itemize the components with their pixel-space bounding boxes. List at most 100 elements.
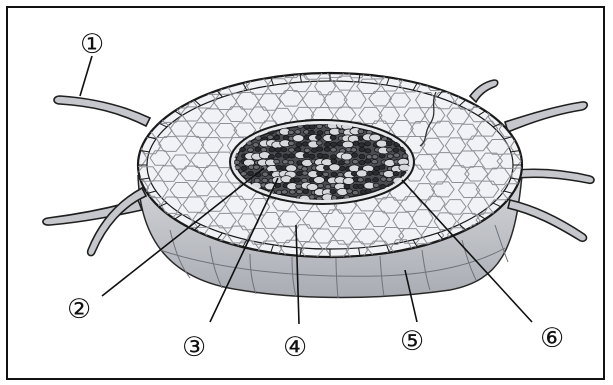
label-4: ④ xyxy=(283,332,307,363)
label-1: ① xyxy=(80,29,104,60)
vascular-cell xyxy=(340,167,346,171)
vascular-cell xyxy=(373,183,379,187)
vascular-cell xyxy=(386,148,392,152)
vascular-cell xyxy=(317,147,323,151)
cortex-cell xyxy=(148,91,170,108)
vascular-cell xyxy=(330,135,336,139)
vascular-cell xyxy=(393,171,399,175)
vascular-cell xyxy=(296,142,302,146)
cortex-cell xyxy=(503,93,523,107)
vascular-cell xyxy=(240,147,246,151)
label-3: ③ xyxy=(182,332,206,363)
vascular-cell xyxy=(309,125,315,129)
cortex-cell xyxy=(513,78,534,93)
vascular-cell xyxy=(356,170,367,177)
vascular-cell xyxy=(317,131,323,135)
vascular-cell xyxy=(331,155,337,159)
label-5: ⑤ xyxy=(400,326,424,357)
cortex-cell xyxy=(432,62,455,78)
vascular-cell xyxy=(359,154,365,158)
vascular-cell xyxy=(337,142,343,146)
vascular-cell xyxy=(288,130,294,134)
cortex-cell xyxy=(234,60,258,77)
vascular-cell xyxy=(275,153,281,157)
vascular-cell xyxy=(338,161,344,165)
cortex-cell xyxy=(127,63,147,78)
vascular-cell xyxy=(352,191,358,195)
vascular-cell xyxy=(331,172,337,176)
vascular-cell xyxy=(309,154,315,158)
vascular-cell xyxy=(366,155,372,159)
cortex-cell xyxy=(459,62,481,77)
cortex-cell xyxy=(524,182,547,197)
vascular-cell xyxy=(323,166,329,170)
vascular-cell xyxy=(281,148,287,152)
cortex-cell xyxy=(532,79,552,93)
cortex-cell xyxy=(126,91,146,107)
leader-line-1 xyxy=(80,56,92,96)
cortex-cell xyxy=(126,241,146,257)
vascular-cell xyxy=(241,166,247,170)
vascular-cell xyxy=(331,148,337,152)
vascular-cell xyxy=(303,153,309,157)
vascular-cell xyxy=(282,190,288,194)
vascular-cell xyxy=(394,153,400,157)
vascular-cell xyxy=(386,177,392,181)
cortex-cell xyxy=(520,63,543,80)
vascular-cell xyxy=(370,134,381,141)
vascular-cell xyxy=(262,172,268,176)
vascular-cell xyxy=(381,177,387,181)
cortex-cell xyxy=(149,62,169,79)
vascular-cell xyxy=(318,184,324,188)
vascular-cell xyxy=(386,141,392,145)
vascular-cell xyxy=(324,142,330,146)
vascular-cell xyxy=(359,143,365,147)
vascular-cell xyxy=(289,190,295,194)
vascular-cell xyxy=(288,160,294,164)
vascular-cell xyxy=(293,135,304,142)
vascular-cell xyxy=(358,178,364,182)
vascular-cell xyxy=(365,149,371,153)
vascular-cell xyxy=(329,164,340,171)
vascular-cell xyxy=(269,148,275,152)
vascular-cell xyxy=(288,141,294,145)
cortex-cell xyxy=(215,61,237,76)
vascular-cell xyxy=(261,148,267,152)
vascular-cell xyxy=(309,195,315,199)
cortex-cell xyxy=(534,227,558,241)
vascular-cell xyxy=(344,184,350,188)
vascular-cell xyxy=(380,184,386,188)
vascular-cell xyxy=(302,142,308,146)
vascular-cell xyxy=(343,178,354,185)
vascular-cell xyxy=(275,148,281,152)
vascular-cell xyxy=(253,143,259,147)
vascular-cell xyxy=(402,154,408,158)
vascular-cell xyxy=(309,130,315,134)
cortex-cell xyxy=(180,76,203,92)
vascular-cell xyxy=(372,155,378,159)
cortex-cell xyxy=(171,61,192,77)
vascular-cell xyxy=(267,135,273,139)
vascular-cell xyxy=(304,148,310,152)
vascular-cell xyxy=(248,171,254,175)
vascular-cell xyxy=(268,155,274,159)
vascular-cell xyxy=(376,140,387,147)
vascular-cell xyxy=(342,141,353,148)
cortex-cell xyxy=(522,153,544,167)
vascular-cell xyxy=(358,129,364,133)
cortex-cell xyxy=(139,78,162,94)
vascular-cell xyxy=(317,171,323,175)
cortex-cell xyxy=(256,62,280,77)
vascular-cell xyxy=(324,147,330,151)
vascular-cell xyxy=(283,154,289,158)
cortex-cell xyxy=(478,64,500,79)
vascular-cell xyxy=(344,160,350,164)
vascular-cell xyxy=(372,160,378,164)
cortex-cell xyxy=(411,62,433,76)
vascular-cell xyxy=(365,142,371,146)
vascular-cell xyxy=(241,172,247,176)
vascular-cell xyxy=(379,165,385,169)
vascular-cell xyxy=(323,172,329,176)
